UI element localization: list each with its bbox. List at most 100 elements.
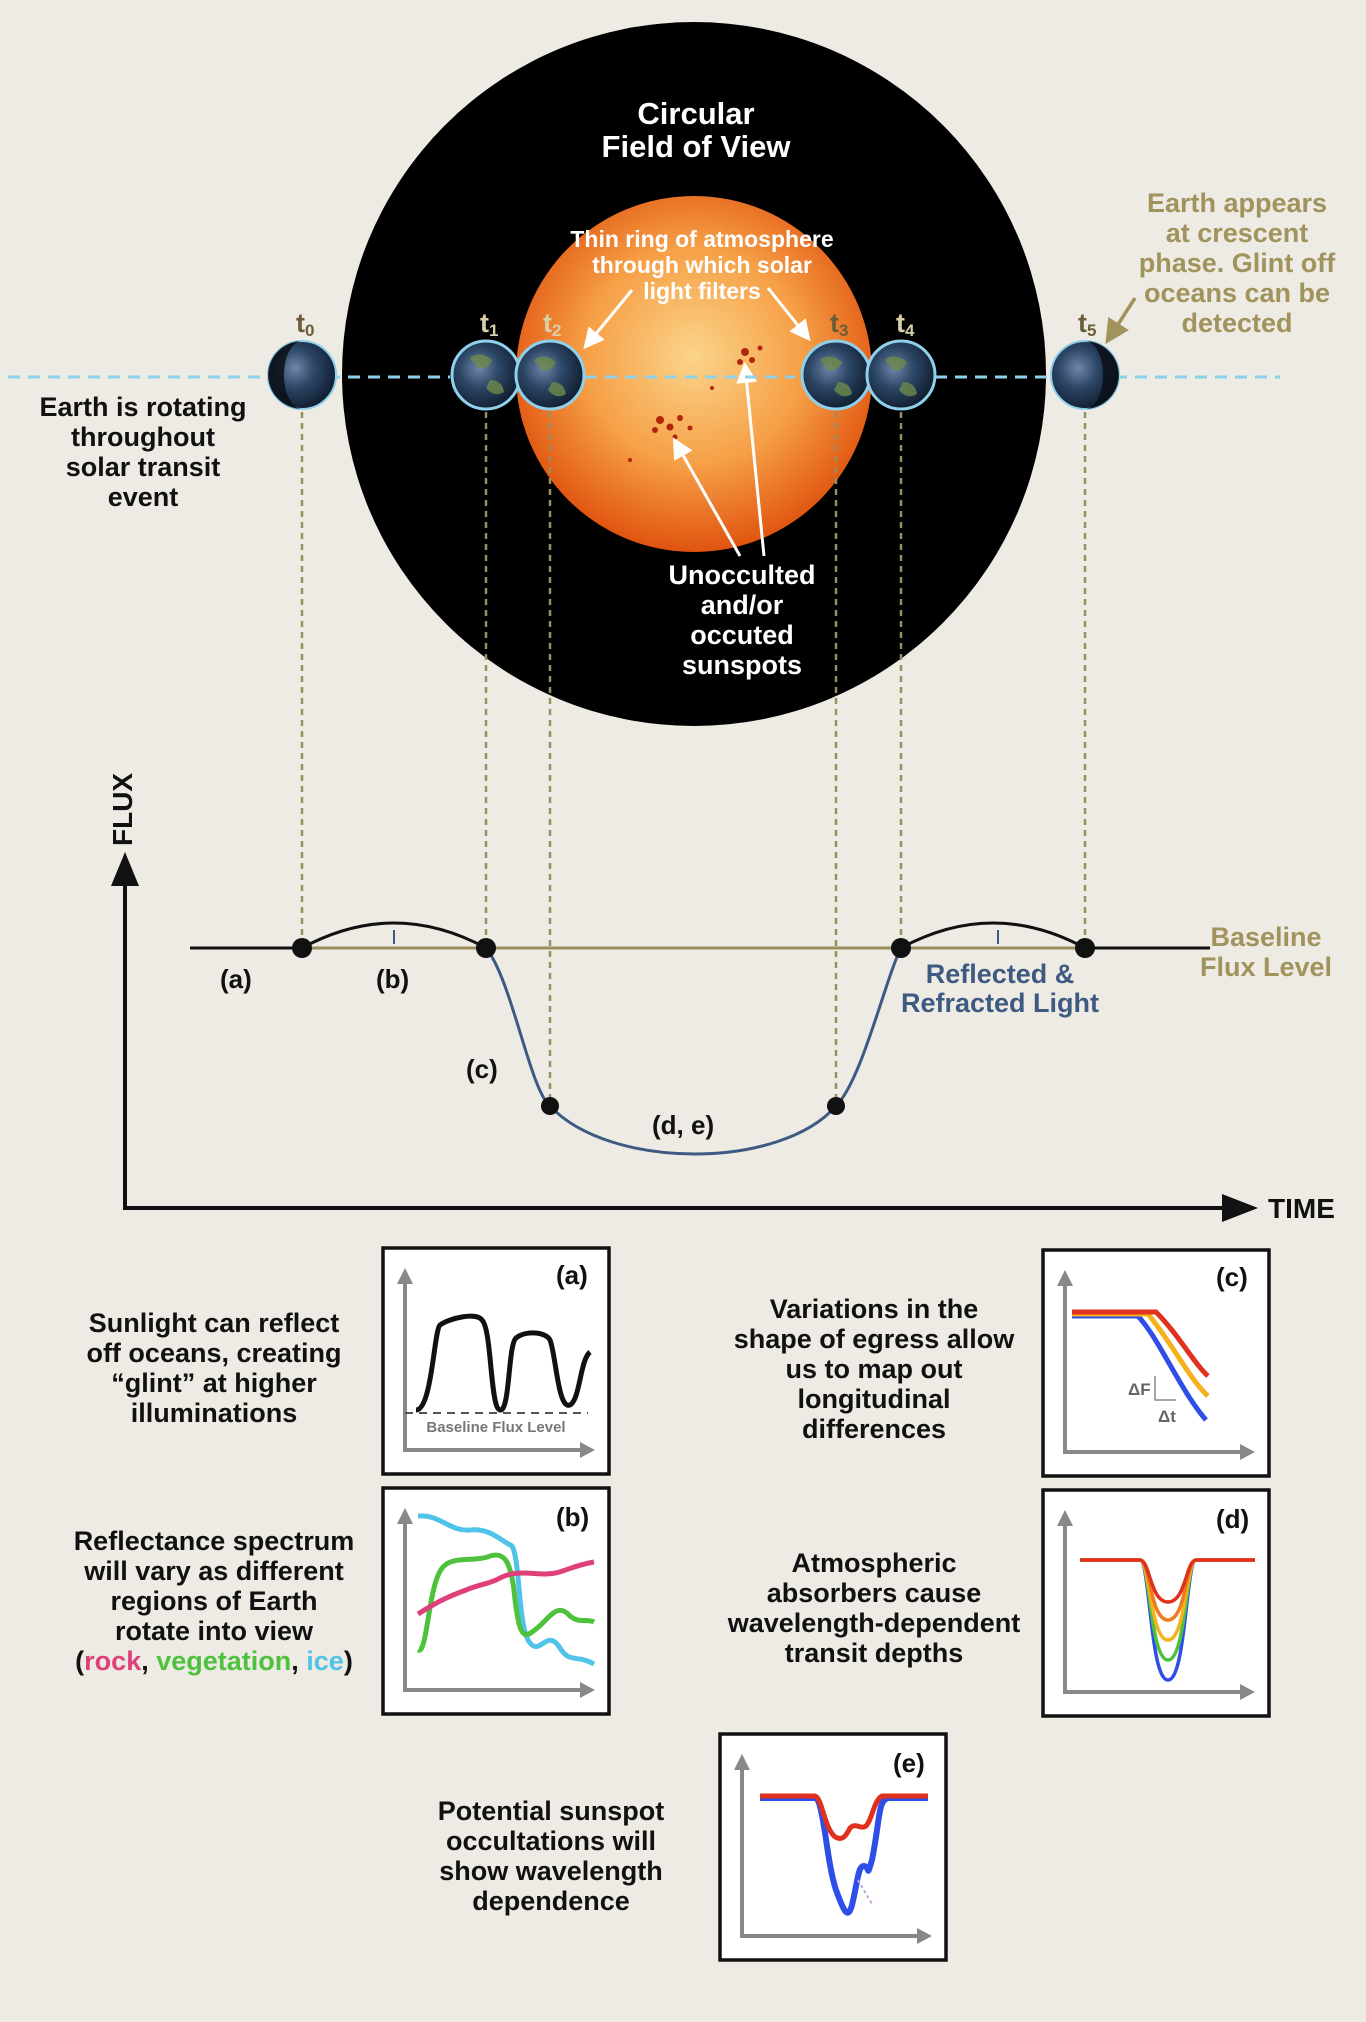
rotation-label-line1: Earth is rotating [39,392,246,422]
panel-a-caption-line1: Sunlight can reflect [89,1308,340,1338]
panel-b-caption-line3: regions of Earth [110,1586,317,1616]
panel-c-caption-line4: longitudinal [798,1384,951,1414]
earth-globe-icon [1050,340,1120,410]
panel-b-caption-line2: will vary as different [83,1556,344,1586]
panel-a-tag: (a) [556,1260,588,1290]
sunspot-label-line1: Unocculted [668,560,815,590]
time-marker-t5: t5 [1078,308,1096,340]
panel-e-tag: (e) [893,1748,925,1778]
panel-a-caption-line2: off oceans, creating [86,1338,341,1368]
earth-globe-icon [267,340,337,410]
sunspots [628,345,763,462]
panel-e-axes [740,1762,925,1938]
panel-a-caption-line3: “glint” at higher [111,1368,317,1398]
crescent-label-line5: detected [1181,308,1292,338]
panel-c-yellow-curve [1072,1311,1210,1398]
panel-c-tag: (c) [1216,1262,1248,1292]
panel-b-caption-line4: rotate into view [115,1616,314,1646]
glint-bump-right [900,921,1086,950]
phase-label-c: (c) [466,1054,498,1084]
panel-d-axes [1063,1518,1248,1694]
reflected-label-line1: Reflected & [926,959,1075,989]
earth-globe-icon [800,339,872,411]
panel-c-delta-f: ΔF [1128,1380,1151,1399]
crescent-label-line1: Earth appears [1147,188,1327,218]
panel-b-frame [381,1486,611,1716]
panel-b-vegetation-curve [415,1552,596,1653]
x-axis-label: TIME [1268,1193,1335,1224]
panel-d-caption-line3: wavelength-dependent [727,1608,1021,1638]
time-markers: t0 t1 t2 t3 t4 t5 [296,308,1096,340]
phase-label-de: (d, e) [652,1110,714,1140]
time-marker-t1: t1 [480,308,498,340]
panel-c-frame [1041,1248,1271,1478]
sunspot-label-line4: sunspots [682,650,802,680]
contact-points [292,938,1095,1115]
panel-e-caption-line1: Potential sunspot [438,1796,665,1826]
phase-label-b: (b) [376,964,409,994]
crescent-label-line3: phase. Glint off [1139,248,1337,278]
panel-e-caption-line3: show wavelength [439,1856,663,1886]
ring-label-line3: light filters [643,278,761,304]
ring-label-line2: through which solar [592,252,812,278]
panel-d: Atmospheric absorbers cause wavelength-d… [727,1488,1271,1718]
ring-arrow-right [766,287,811,342]
y-axis-label: FLUX [107,773,138,846]
panel-e-blue-curve [760,1795,928,1916]
sun-disc [516,196,872,552]
baseline-label-line2: Flux Level [1200,952,1332,982]
panel-c-caption-line2: shape of egress allow [734,1324,1016,1354]
earth-globes [267,339,1120,411]
panel-e-dashed-guide [857,1879,873,1905]
panel-b-axes [403,1516,588,1692]
panel-c-caption-line5: differences [802,1414,946,1444]
panel-e-red-curve [760,1793,928,1841]
panel-e-frame [718,1732,948,1962]
sunspot-arrow-2 [736,361,766,557]
earth-globe-icon [865,339,937,411]
panel-b-caption: Reflectance spectrum will vary as differ… [74,1526,355,1676]
panel-b-ice-curve [417,1513,596,1667]
baseline-label-line1: Baseline [1210,922,1321,952]
time-marker-t3: t3 [830,308,848,340]
sunspot-label-line2: and/or [701,590,784,620]
panel-c-caption-line3: us to map out [786,1354,963,1384]
rotation-label-line2: throughout [71,422,215,452]
panel-d-transit-curves [1080,1558,1255,1682]
crescent-label-line2: at crescent [1166,218,1309,248]
fov-title-line2: Field of View [602,129,792,164]
reflected-label-line2: Refracted Light [901,988,1099,1018]
glint-bump-left [301,921,487,950]
crescent-label: Earth appears at crescent phase. Glint o… [1139,188,1337,338]
crescent-label-line4: oceans can be [1144,278,1330,308]
panel-b-tag: (b) [556,1502,589,1532]
panel-a: Sunlight can reflect off oceans, creatin… [86,1246,611,1476]
panel-e: Potential sunspot occultations will show… [438,1732,948,1962]
panel-e-caption: Potential sunspot occultations will show… [438,1796,665,1916]
sunspot-label-line3: occuted [690,620,794,650]
panel-d-caption-line4: transit depths [785,1638,964,1668]
sunspot-label: Unocculted and/or occuted sunspots [668,560,815,680]
panel-a-caption-line4: illuminations [131,1398,298,1428]
projection-lines [300,412,1087,1106]
panel-a-glint-curve [414,1313,592,1413]
legend-vegetation: vegetation [156,1646,291,1676]
rotation-label-line4: event [108,482,179,512]
time-marker-t4: t4 [896,308,915,340]
ring-arrow-left [583,289,634,350]
panel-c-caption-line1: Variations in the [770,1294,979,1324]
fov-title-line1: Circular [637,96,754,131]
ring-label: Thin ring of atmosphere through which so… [570,226,833,304]
earth-globe-icon [450,339,522,411]
light-curve: FLUX TIME (a) (b) (c) (d, e) Reflected &… [107,773,1335,1224]
panel-c-blue-curve [1072,1313,1208,1422]
sunspot-arrow-1 [672,437,742,557]
panel-a-inner-label: Baseline Flux Level [426,1419,565,1436]
panel-c: Variations in the shape of egress allow … [734,1248,1271,1478]
panel-c-delta-t: Δt [1158,1407,1176,1426]
time-marker-t2: t2 [543,308,561,340]
panel-a-frame [381,1246,611,1476]
rotation-label-line3: solar transit [66,452,221,482]
panel-d-tag: (d) [1216,1504,1249,1534]
